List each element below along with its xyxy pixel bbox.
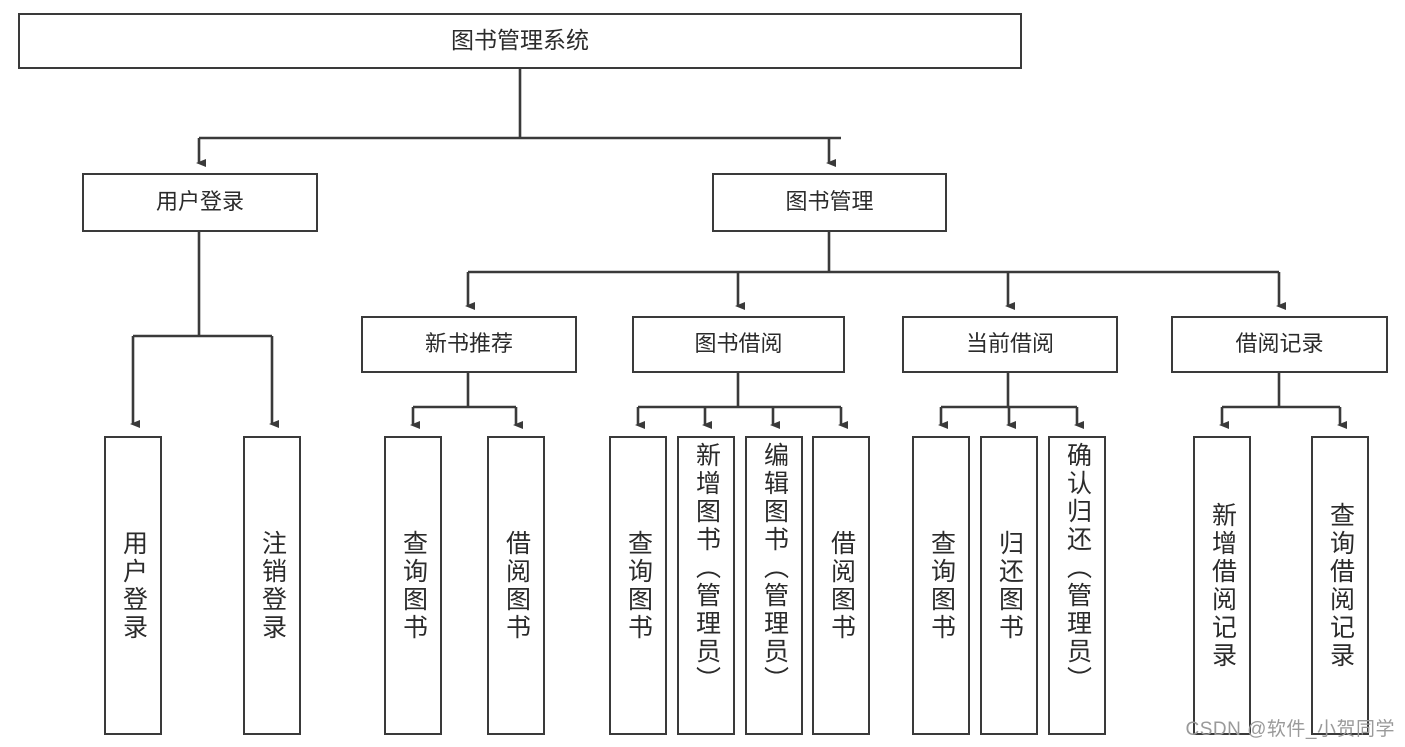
leaf-record-add-record[interactable]: 新增借阅记录 [1193, 436, 1251, 735]
node-label: 借阅记录 [1235, 331, 1324, 357]
node-label: 借阅图书 [502, 529, 531, 642]
node-label: 编辑图书（管理员） [760, 442, 789, 694]
leaf-borrow-borrow-book[interactable]: 借阅图书 [812, 436, 870, 735]
node-label: 归还图书 [995, 529, 1024, 642]
node-label: 新增图书（管理员） [692, 442, 721, 694]
node-label: 图书管理系统 [451, 27, 589, 54]
leaf-borrow-add-book-admin[interactable]: 新增图书（管理员） [677, 436, 735, 735]
node-book-borrow[interactable]: 图书借阅 [632, 316, 845, 373]
leaf-new-book-query[interactable]: 查询图书 [384, 436, 442, 735]
node-label: 当前借阅 [965, 331, 1054, 357]
leaf-borrow-edit-book-admin[interactable]: 编辑图书（管理员） [745, 436, 803, 735]
node-label: 图书管理 [785, 189, 874, 215]
leaf-current-return-book[interactable]: 归还图书 [980, 436, 1038, 735]
node-root-system[interactable]: 图书管理系统 [18, 13, 1022, 69]
node-book-management[interactable]: 图书管理 [712, 173, 947, 232]
node-user-login[interactable]: 用户登录 [82, 173, 318, 232]
node-label: 查询图书 [624, 529, 653, 642]
node-label: 新增借阅记录 [1208, 501, 1237, 670]
leaf-borrow-query-book[interactable]: 查询图书 [609, 436, 667, 735]
node-label: 用户登录 [119, 529, 148, 642]
leaf-record-query-record[interactable]: 查询借阅记录 [1311, 436, 1369, 735]
node-label: 借阅图书 [827, 529, 856, 642]
node-label: 查询图书 [927, 529, 956, 642]
node-label: 确认归还（管理员） [1063, 442, 1092, 694]
node-label: 注销登录 [258, 529, 287, 642]
leaf-new-book-borrow[interactable]: 借阅图书 [487, 436, 545, 735]
node-current-borrow[interactable]: 当前借阅 [902, 316, 1118, 373]
leaf-current-query-book[interactable]: 查询图书 [912, 436, 970, 735]
leaf-user-login-logout[interactable]: 注销登录 [243, 436, 301, 735]
node-label: 图书借阅 [694, 331, 783, 357]
node-label: 用户登录 [155, 189, 244, 215]
watermark-text: CSDN @软件_小贺同学 [1185, 719, 1395, 740]
node-label: 查询借阅记录 [1326, 501, 1355, 670]
leaf-user-login-login[interactable]: 用户登录 [104, 436, 162, 735]
node-new-book-recommend[interactable]: 新书推荐 [361, 316, 577, 373]
node-borrow-record[interactable]: 借阅记录 [1171, 316, 1388, 373]
leaf-current-confirm-return-admin[interactable]: 确认归还（管理员） [1048, 436, 1106, 735]
node-label: 查询图书 [399, 529, 428, 642]
node-label: 新书推荐 [424, 331, 513, 357]
